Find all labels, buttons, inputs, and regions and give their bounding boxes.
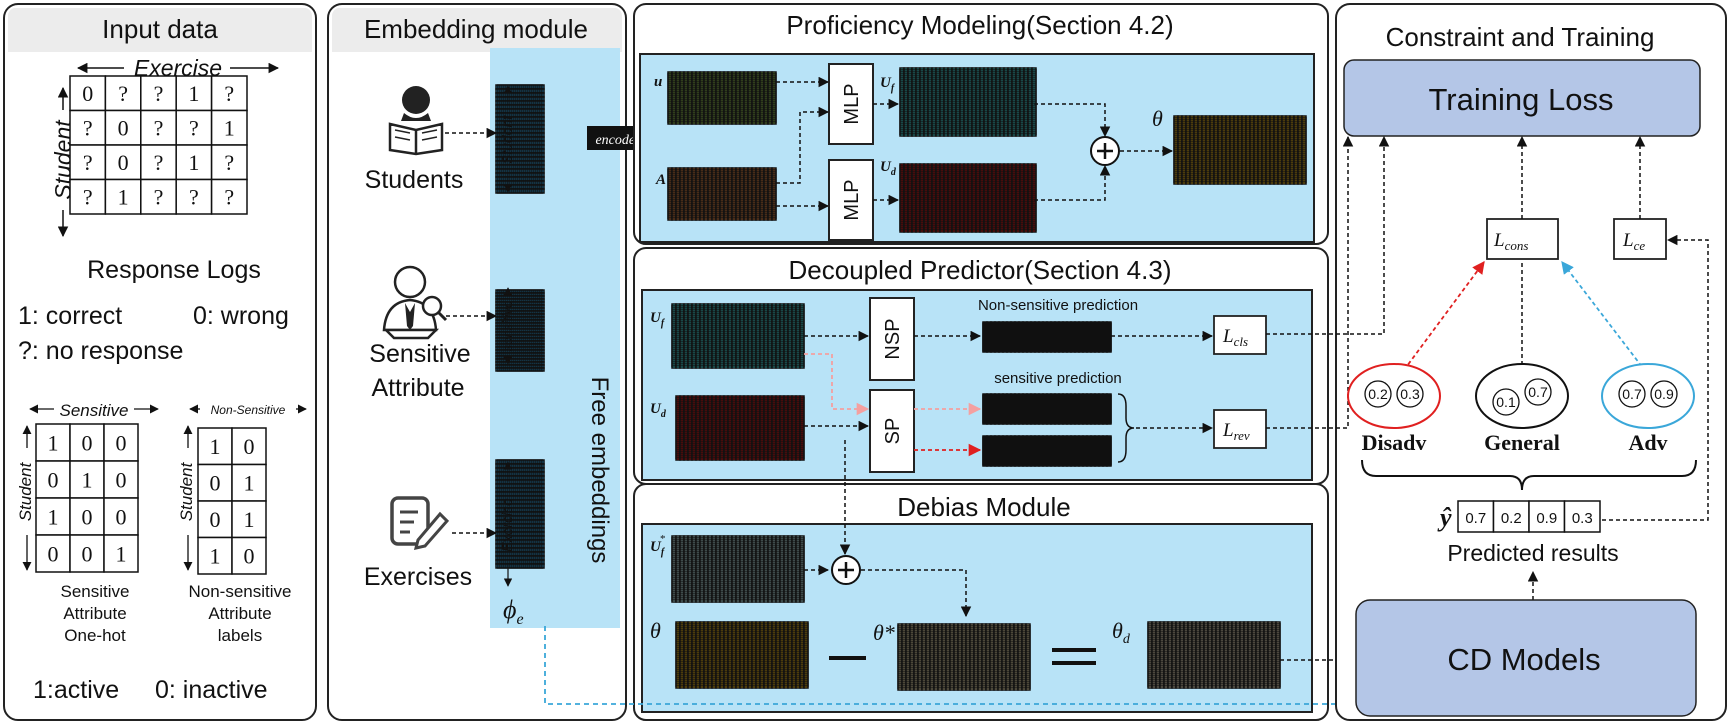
exercise-embedding-cell [542,564,544,568]
non-sensitive-label-value: 1 [210,434,221,459]
exercise-emb-tag: Exercise [499,498,515,552]
non-sensitive-label-value: 0 [244,544,255,569]
legend-no-response: ?: no response [18,337,183,365]
response-log-value: 0 [82,81,93,106]
sensitive-onehot-value: 0 [116,467,127,492]
sensitive-onehot-value: 0 [48,541,59,566]
response-log-value: ? [154,185,164,210]
sensitive-attribute-label-1: Sensitive [369,340,470,368]
sensitive-onehot-value: 0 [116,504,127,529]
response-logs-label: Response Logs [87,256,261,284]
input-data-title: Input data [102,14,218,44]
free-embeddings-label: Free embeddings [586,377,613,564]
response-log-value: 0 [118,150,129,175]
mlp-sensitive-label: MLP [841,179,863,220]
non-sensitive-label-value: 1 [244,471,255,496]
sensitive-onehot-value: 0 [82,541,93,566]
sensitive-caption-2: Attribute [63,604,126,623]
sensitive-onehot-value: 0 [82,430,93,455]
sensitive-onehot-value: 0 [116,430,127,455]
response-log-value: 1 [188,81,199,106]
students-label: Students [365,166,464,194]
response-log-value: ? [189,185,199,210]
legend-correct: 1: correct [18,302,122,330]
embedding-module-panel: Embedding module Free embeddings Student… [328,4,666,720]
sensitive-onehot-value: 1 [48,504,59,529]
response-log-value: ? [224,185,234,210]
embedding-module-title: Embedding module [364,14,588,44]
response-log-value: 1 [224,116,235,141]
legend-wrong: 0: wrong [193,302,289,330]
non-sensitive-label-value: 1 [210,544,221,569]
response-log-value: ? [83,185,93,210]
non-sensitive-label-value: 0 [244,434,255,459]
sensitive-proficiency-table [900,164,1036,232]
response-log-value: ? [83,150,93,175]
sensitive-embedding-cell [542,368,544,371]
sensitive-caption-3: One-hot [64,626,126,645]
legend-active: 1:active [33,676,119,704]
non-sensitive-label-value: 1 [244,507,255,532]
response-log-value: 1 [188,150,199,175]
response-log-value: 0 [118,116,129,141]
sensitive-caption-1: Sensitive [61,582,130,601]
response-log-value: ? [154,150,164,175]
sensitive-onehot-value: 0 [82,504,93,529]
proficiency-title: Proficiency Modeling(Section 4.2) [786,10,1173,40]
non-sensitive-student-axis-label: Student [177,461,196,521]
attribute-input-table [668,168,776,220]
sensitive-attribute-label-2: Attribute [371,374,464,402]
sensitive-onehot-value: 1 [48,430,59,455]
non-sensitive-caption-1: Non-sensitive [189,582,292,601]
sensitive-onehot-value: 0 [48,467,59,492]
response-log-value: ? [154,116,164,141]
response-log-value: ? [189,116,199,141]
sensitive-axis-label: Sensitive [60,401,129,420]
exercises-label: Exercises [364,563,472,591]
response-log-value: ? [224,150,234,175]
u-label: u [654,74,662,90]
response-log-value: ? [83,116,93,141]
non-sensitive-caption-2: Attribute [208,604,271,623]
non-sensitive-caption-3: labels [218,626,262,645]
non-sensitive-label-value: 0 [210,507,221,532]
response-log-value: ? [118,81,128,106]
response-log-value: ? [154,81,164,106]
student-embedding-cell [542,189,544,193]
sensitive-onehot-value: 1 [82,467,93,492]
non-sensitive-axis-label: Non-Sensitive [211,403,286,417]
response-log-value: 1 [118,185,129,210]
proficiency-modeling-panel: Proficiency Modeling(Section 4.2) u A ML… [634,4,1328,244]
response-log-matrix: 0?? 1?? 0?? 1? 0? 1?? 1??? [70,76,247,214]
legend-inactive: 0: inactive [155,676,268,704]
mlp-fair-label: MLP [841,83,863,124]
response-log-value: ? [224,81,234,106]
non-sensitive-label-value: 0 [210,471,221,496]
student-input-cell [772,122,776,124]
fair-proficiency-cell [1032,134,1036,136]
sensitive-emb-tag: sensitive [500,301,515,352]
fair-proficiency-table [900,68,1036,136]
sensitive-onehot-value: 1 [116,541,127,566]
a-label: A [655,172,666,188]
student-input-table [668,72,776,124]
input-data-panel: Input data Exercise Student 0??1??0??1?0… [4,4,316,720]
student-emb-tag: Student [499,115,515,164]
attribute-input-cell [772,218,776,220]
sensitive-student-axis-label: Student [16,461,35,521]
